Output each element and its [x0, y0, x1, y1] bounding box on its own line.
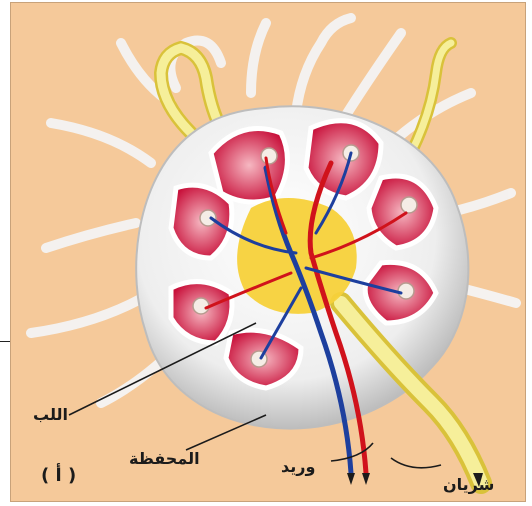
lymph-node-illustration — [11, 3, 526, 502]
left-margin-tick — [0, 341, 10, 342]
label-capsule: المحفظة — [129, 451, 200, 467]
label-vein: وريد — [281, 459, 315, 475]
figure-letter: ( أ ) — [41, 467, 76, 485]
label-artery: شريان — [443, 477, 494, 493]
label-medulla: اللب — [33, 407, 68, 423]
figure-frame: اللب المحفظة وريد شريان ( أ ) — [10, 2, 526, 502]
